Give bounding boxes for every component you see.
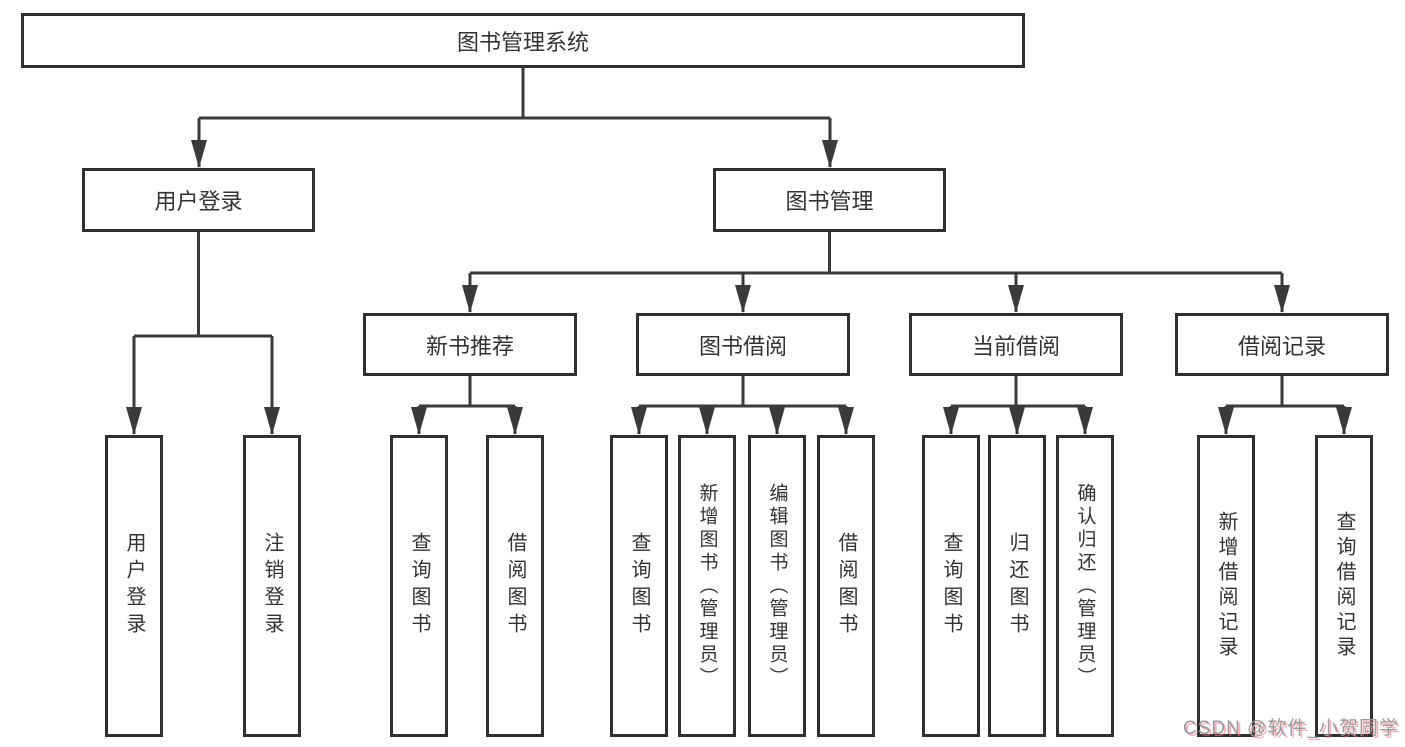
connector-book-management xyxy=(470,232,1282,275)
node-new-book-recommend-label: 新书推荐 xyxy=(425,333,514,359)
leaf-bb-edit-books-label: 编辑图书（管理员） xyxy=(766,482,788,690)
leaf-nb-query-books: 查询图书 xyxy=(390,435,448,737)
node-new-book-recommend: 新书推荐 xyxy=(363,313,577,376)
node-borrowing-records: 借阅记录 xyxy=(1175,313,1389,376)
leaf-user-login: 用户登录 xyxy=(105,435,163,737)
node-book-borrowing-label: 图书借阅 xyxy=(698,333,787,359)
connector-current-borrowing xyxy=(951,376,1085,408)
leaf-logout-label: 注销登录 xyxy=(261,532,283,640)
connector-root xyxy=(199,68,830,120)
connector-new-book-recommend xyxy=(419,376,515,408)
leaf-br-add-record: 新增借阅记录 xyxy=(1197,435,1255,737)
leaf-logout: 注销登录 xyxy=(243,435,301,737)
leaf-br-query-record: 查询借阅记录 xyxy=(1315,435,1373,737)
node-root-label: 图书管理系统 xyxy=(456,29,589,55)
connector-user-login xyxy=(134,232,272,338)
node-borrowing-records-label: 借阅记录 xyxy=(1237,333,1326,359)
node-current-borrowing: 当前借阅 xyxy=(909,313,1123,376)
connector-book-borrowing xyxy=(639,376,846,408)
node-book-management: 图书管理 xyxy=(713,168,946,232)
csdn-watermark: CSDN @软件_小贺同学 xyxy=(1183,718,1399,739)
leaf-cb-query-books: 查询图书 xyxy=(922,435,980,737)
node-root: 图书管理系统 xyxy=(21,13,1025,68)
leaf-bb-edit-books: 编辑图书（管理员） xyxy=(748,435,806,737)
leaf-cb-confirm-return-label: 确认归还（管理员） xyxy=(1074,482,1096,690)
leaf-bb-query-books: 查询图书 xyxy=(610,435,668,737)
node-book-borrowing: 图书借阅 xyxy=(636,313,850,376)
leaf-cb-return-books: 归还图书 xyxy=(988,435,1046,737)
leaf-nb-borrow-books-label: 借阅图书 xyxy=(504,532,526,640)
leaf-nb-query-books-label: 查询图书 xyxy=(408,532,430,640)
leaf-bb-borrow-books: 借阅图书 xyxy=(817,435,875,737)
node-user-login-label: 用户登录 xyxy=(154,189,243,214)
leaf-bb-add-books: 新增图书（管理员） xyxy=(678,435,736,737)
node-current-borrowing-label: 当前借阅 xyxy=(971,333,1060,359)
leaf-cb-return-books-label: 归还图书 xyxy=(1006,532,1028,640)
connector-borrowing-records xyxy=(1226,376,1344,408)
leaf-bb-add-books-label: 新增图书（管理员） xyxy=(696,482,718,690)
node-book-management-label: 图书管理 xyxy=(785,189,874,214)
leaf-cb-confirm-return: 确认归还（管理员） xyxy=(1056,435,1114,737)
leaf-cb-query-books-label: 查询图书 xyxy=(940,532,962,640)
leaf-user-login-label: 用户登录 xyxy=(123,532,145,640)
leaf-bb-borrow-books-label: 借阅图书 xyxy=(835,532,857,640)
leaf-br-add-record-label: 新增借阅记录 xyxy=(1215,511,1237,661)
leaf-nb-borrow-books: 借阅图书 xyxy=(486,435,544,737)
leaf-br-query-record-label: 查询借阅记录 xyxy=(1333,511,1355,661)
node-user-login: 用户登录 xyxy=(82,168,315,232)
leaf-bb-query-books-label: 查询图书 xyxy=(628,532,650,640)
